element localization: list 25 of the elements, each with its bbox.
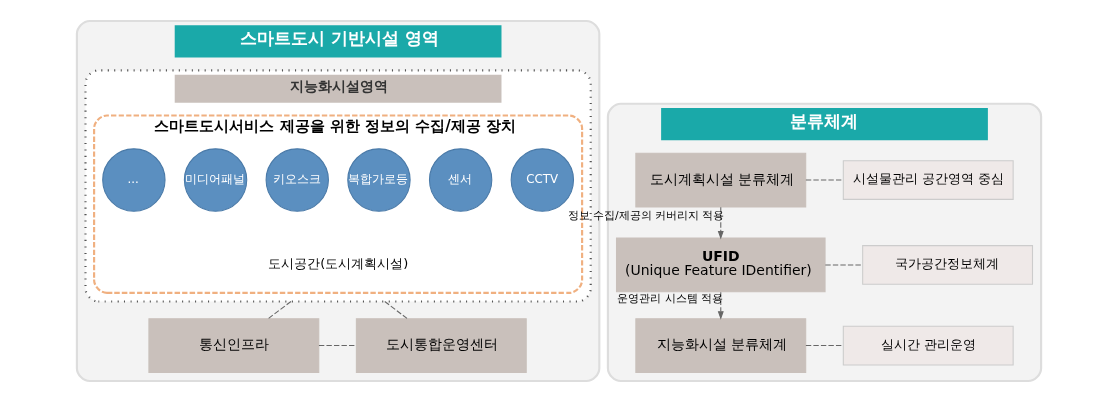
arrow <box>717 291 724 320</box>
node-box: 도시계획시설 분류체계 <box>635 152 807 208</box>
arrow <box>717 206 724 240</box>
connector <box>824 264 864 266</box>
node-circle: 센서 <box>428 148 493 212</box>
node-box: 시설물관리 공간영역 중심 <box>842 160 1014 200</box>
connector <box>805 345 844 347</box>
connector <box>384 300 408 320</box>
node-circle: CCTV <box>510 148 575 212</box>
connector <box>318 345 357 347</box>
node-box: 통신인프라 <box>148 318 320 373</box>
node-box: 실시간 관리운영 <box>842 325 1014 366</box>
connector <box>267 300 292 320</box>
node-box: 도시통합운영센터 <box>355 318 527 373</box>
connector <box>805 179 844 181</box>
node-box: 국가공간정보체계 <box>862 245 1034 285</box>
node-circle: ... <box>102 148 166 212</box>
node-circle: 미디어패널 <box>183 148 248 212</box>
node-circle: 복합가로등 <box>347 148 411 212</box>
node-text: 도시공간(도시계획시설) <box>268 256 409 272</box>
node-circle: 키오스크 <box>265 148 329 212</box>
edge-label: 정보 수집/제공의 커버리지 적용 <box>567 209 725 223</box>
node-box: 지능화시설 분류체계 <box>635 318 807 373</box>
edge-label: 운영관리 시스템 적용 <box>617 292 724 306</box>
node-box: UFID (Unique Feature IDentifier) <box>615 237 826 293</box>
